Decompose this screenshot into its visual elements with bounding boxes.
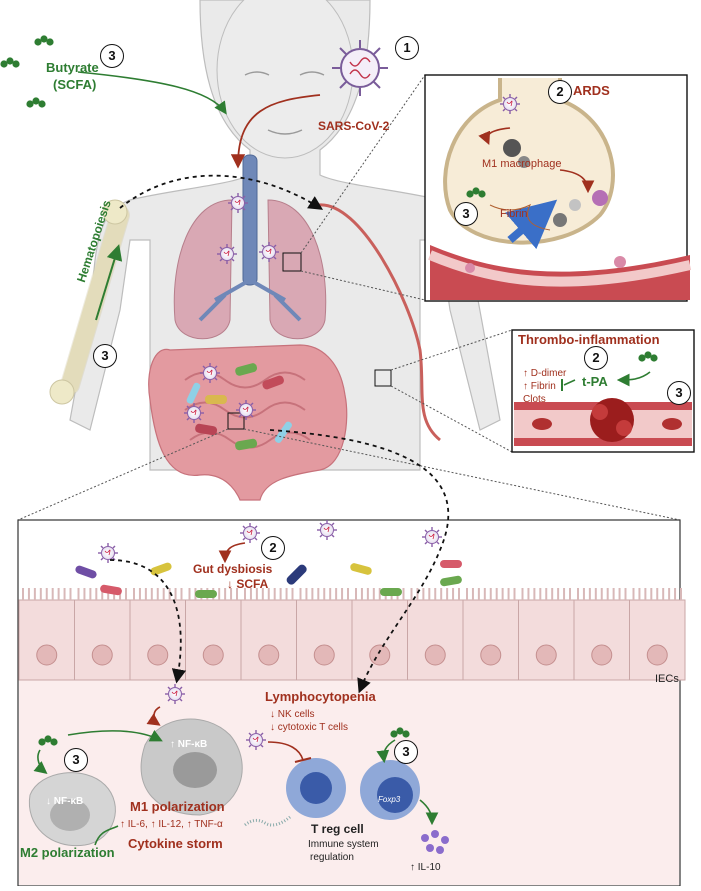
- step-number-2: 2: [548, 80, 572, 104]
- epithelium: [18, 588, 686, 681]
- butyrate-icon: [0, 57, 20, 68]
- step-number-2: 2: [584, 346, 608, 370]
- sars-cov-2-virion-icon: [332, 40, 388, 96]
- cell-nucleus: [258, 644, 280, 666]
- thrombo-title: Thrombo-inflammation: [518, 332, 660, 347]
- virus-icon: [199, 362, 221, 384]
- cytokine-storm-label: Cytokine storm: [128, 836, 223, 851]
- step-number-3: 3: [93, 344, 117, 368]
- zoom-guides: [17, 74, 681, 521]
- step-number-2: 2: [261, 536, 285, 560]
- step-number-3: 3: [667, 381, 691, 405]
- virus-icon: [216, 243, 238, 265]
- virus-icon: [227, 192, 249, 214]
- lungs: [173, 154, 327, 340]
- fibrin-label: Fibrin: [500, 208, 528, 220]
- cytotoxic-t-cells-label: ↓ cytotoxic T cells: [270, 722, 348, 733]
- il10-label: ↑ IL-10: [410, 862, 441, 873]
- cell-nucleus: [313, 644, 335, 666]
- cell-nucleus: [424, 644, 446, 666]
- step-number-3: 3: [64, 748, 88, 772]
- virus-icon: [97, 542, 119, 564]
- step-number-3: 3: [100, 44, 124, 68]
- cell-nucleus: [535, 644, 557, 666]
- luminal-bacteria: [75, 560, 462, 598]
- butyrate-icon: [34, 35, 54, 46]
- sars-cov-2-label: SARS-CoV-2: [318, 119, 390, 133]
- butyrate-icon: [26, 97, 46, 108]
- gut-dysbiosis-label: Gut dysbiosis: [193, 562, 273, 576]
- virus-icon: [164, 683, 186, 705]
- cell-nucleus: [147, 644, 169, 666]
- immune-system-label: Immune system: [308, 839, 379, 850]
- epithelial-cell: [74, 599, 131, 681]
- cell-nucleus: [591, 644, 613, 666]
- epithelial-cell: [629, 599, 686, 681]
- il10-molecules-icon: [421, 830, 449, 854]
- iecs-label: IECs: [655, 673, 679, 685]
- ards-title: ARDS: [573, 83, 610, 98]
- m1-polarization-label: M1 polarization: [130, 799, 225, 814]
- nfkb-down-label: ↓ NF-κB: [46, 796, 84, 807]
- epithelial-cell: [129, 599, 186, 681]
- blood-vessel: [317, 203, 441, 442]
- cell-nucleus: [480, 644, 502, 666]
- virus-icon: [235, 399, 257, 421]
- butyrate-label: Butyrate: [46, 60, 99, 75]
- cell-nucleus: [369, 644, 391, 666]
- m1-macrophage-label: M1 macrophage: [482, 158, 562, 170]
- tpa-label: t-PA: [582, 374, 608, 389]
- cell-nucleus: [202, 644, 224, 666]
- nk-cells-label: ↓ NK cells: [270, 709, 315, 720]
- m2-polarization-label: M2 polarization: [20, 845, 115, 860]
- virus-icon: [421, 526, 443, 548]
- cytokines-label: ↑ IL-6, ↑ IL-12, ↑ TNF-α: [120, 819, 223, 830]
- epithelial-cell: [185, 599, 242, 681]
- foxp3-label: Foxp3: [378, 795, 401, 804]
- bone: [49, 199, 130, 405]
- fibrin-increase-label: ↑ Fibrin: [523, 381, 556, 392]
- epithelial-cell: [518, 599, 575, 681]
- cell-nucleus: [36, 644, 58, 666]
- epithelial-cell: [296, 599, 353, 681]
- step-number-3: 3: [394, 740, 418, 764]
- d-dimer-label: ↑ D-dimer: [523, 368, 567, 379]
- epithelial-cell: [351, 599, 408, 681]
- virus-icon: [499, 93, 521, 115]
- step-number-3: 3: [454, 202, 478, 226]
- clots-label: Clots: [523, 394, 546, 405]
- epithelial-cell: [240, 599, 297, 681]
- cell-nucleus: [646, 644, 668, 666]
- lamina-propria: [19, 680, 679, 885]
- gut: [148, 344, 348, 501]
- scfa-decrease-label: ↓ SCFA: [227, 577, 269, 591]
- nfkb-up-label: ↑ NF-κB: [170, 739, 208, 750]
- step-number-1: 1: [395, 36, 419, 60]
- virus-icon: [239, 522, 261, 544]
- vessel-zoom-box: [374, 369, 392, 387]
- blood-vessel-section: [514, 398, 692, 446]
- epithelial-cell: [462, 599, 519, 681]
- epithelial-cell: [573, 599, 630, 681]
- lymphocytopenia-label: Lymphocytopenia: [265, 689, 376, 704]
- virus-icon: [245, 729, 267, 751]
- alveolus: [428, 78, 692, 300]
- scfa-label: (SCFA): [53, 77, 97, 92]
- epithelial-cell: [407, 599, 464, 681]
- virus-icon: [316, 519, 338, 541]
- virus-icon: [183, 402, 205, 424]
- virus-icon: [258, 241, 280, 263]
- cell-nucleus: [91, 644, 113, 666]
- treg-label: T reg cell: [311, 822, 364, 836]
- regulation-label: regulation: [310, 852, 354, 863]
- epithelial-cell: [18, 599, 75, 681]
